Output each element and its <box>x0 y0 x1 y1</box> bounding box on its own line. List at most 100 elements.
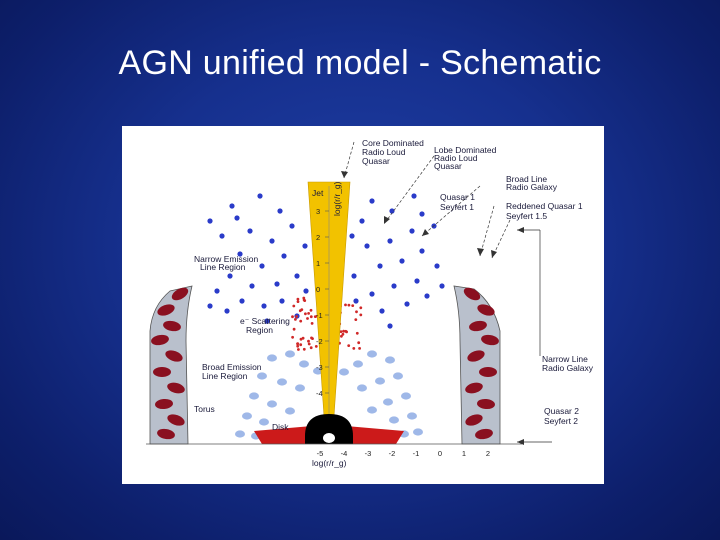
broad-line-cloud <box>339 368 349 376</box>
scattering-dot <box>307 339 310 343</box>
broad-line-cloud <box>407 412 417 420</box>
torus-blobs <box>151 287 499 440</box>
scattering-dot <box>354 318 358 321</box>
scattering-dot <box>292 304 296 308</box>
scattering-dot <box>301 336 305 340</box>
narrow-line-cloud <box>359 218 365 224</box>
torus-cloud <box>171 287 189 301</box>
narrow-line-cloud <box>247 228 253 234</box>
label-reddened-2: Seyfert 1.5 <box>506 211 547 221</box>
label-core-dominated-2: Radio Loud <box>362 147 406 157</box>
torus-cloud <box>165 350 183 362</box>
torus-cloud <box>167 382 185 394</box>
broad-line-cloud <box>401 392 411 400</box>
label-quasar2-2: Seyfert 2 <box>544 416 578 426</box>
broad-line-cloud <box>375 377 385 385</box>
scattering-dot <box>339 330 343 333</box>
scattering-dot <box>309 315 313 319</box>
narrow-line-cloud <box>281 253 287 259</box>
torus-cloud <box>151 334 169 346</box>
scattering-dot <box>296 342 299 346</box>
narrow-line-cloud <box>269 238 275 244</box>
label-narrow-emission-2: Line Region <box>200 262 246 272</box>
label-torus: Torus <box>194 404 215 414</box>
torus-cloud <box>153 367 171 377</box>
narrow-line-cloud <box>419 248 425 254</box>
torus-cloud <box>157 428 175 440</box>
scattering-dot <box>302 296 306 300</box>
broad-line-cloud <box>257 372 267 380</box>
scattering-dot <box>347 303 351 307</box>
narrow-line-cloud <box>364 243 370 249</box>
broad-line-cloud <box>413 428 423 436</box>
narrow-line-cloud <box>239 298 245 304</box>
narrow-line-cloud <box>369 291 375 297</box>
narrow-line-cloud <box>274 281 280 287</box>
scattering-dot <box>347 344 351 347</box>
label-quasar1-2: Seyfert 1 <box>440 202 474 212</box>
label-narrow-emission-1: Narrow Emission <box>194 254 259 264</box>
arrowheads <box>341 171 524 445</box>
narrow-line-clouds <box>207 193 445 329</box>
broad-line-cloud <box>277 378 287 386</box>
scattering-dot <box>294 318 297 321</box>
narrow-line-cloud <box>303 288 309 294</box>
label-narrow-line-rg-1: Narrow Line <box>542 354 588 364</box>
scattering-dot <box>341 332 345 336</box>
torus-cloud <box>479 367 497 377</box>
torus-cloud <box>463 287 481 301</box>
narrow-line-cloud <box>227 273 233 279</box>
narrow-line-cloud <box>279 298 285 304</box>
broad-line-cloud <box>249 392 259 400</box>
scattering-dot <box>340 334 343 338</box>
label-lobe-dominated-3: Quasar <box>434 161 462 171</box>
narrow-line-cloud <box>411 193 417 199</box>
label-narrow-line-rg-2: Radio Galaxy <box>542 363 594 373</box>
narrow-line-cloud <box>419 211 425 217</box>
scattering-dot <box>359 313 363 317</box>
narrow-line-cloud <box>369 198 375 204</box>
scattering-dot <box>299 337 303 341</box>
black-hole <box>305 414 353 444</box>
narrow-line-cloud <box>229 203 235 209</box>
horizontal-tick-label: 0 <box>438 449 442 458</box>
broad-line-cloud <box>259 418 269 426</box>
accretion-disk-left <box>254 426 312 444</box>
scattering-dot <box>359 306 363 310</box>
torus-cloud <box>481 334 499 346</box>
label-lobe-dominated-2: Radio Loud <box>434 153 478 163</box>
narrow-line-cloud <box>207 218 213 224</box>
scattering-dot <box>307 312 310 315</box>
horizontal-tick-label: -4 <box>341 449 348 458</box>
scattering-dot <box>342 329 345 333</box>
horizontal-tick-label: -5 <box>317 449 324 458</box>
narrow-line-cloud <box>237 251 243 257</box>
scattering-dot <box>306 317 309 320</box>
torus-cloud <box>167 414 185 426</box>
narrow-line-cloud <box>234 215 240 221</box>
narrow-line-cloud <box>389 208 395 214</box>
torus-cloud <box>465 414 483 426</box>
scattering-dot <box>310 336 313 340</box>
narrow-line-cloud <box>264 318 270 324</box>
scattering-dot <box>299 343 303 347</box>
torus-cloud <box>467 350 485 362</box>
narrow-line-cloud <box>387 238 393 244</box>
scattering-dot <box>296 300 300 303</box>
horizontal-tick-label: -2 <box>389 449 396 458</box>
scattering-dot <box>358 347 361 350</box>
scattering-dot <box>309 346 313 350</box>
torus-cloud <box>155 398 173 410</box>
torus-cloud <box>469 320 487 332</box>
scattering-dot <box>314 345 318 348</box>
narrow-line-cloud <box>261 303 267 309</box>
vertical-tick-label: 2 <box>316 233 320 242</box>
narrow-line-cloud <box>219 233 225 239</box>
label-broad-emission-2: Line Region <box>202 371 248 381</box>
narrow-line-cloud <box>414 278 420 284</box>
label-broad-line-rg-1: Broad Line <box>506 174 547 184</box>
broad-line-cloud <box>353 360 363 368</box>
narrow-line-cloud <box>277 208 283 214</box>
